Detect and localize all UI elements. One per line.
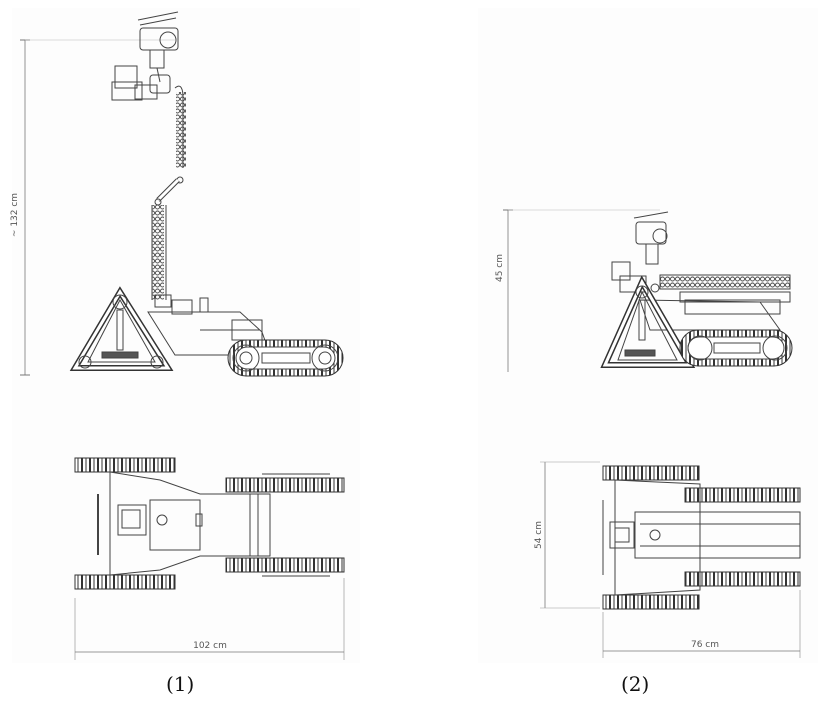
figure-2-top-view [540,461,801,658]
figure-1-caption: (1) [166,672,195,696]
figure-2-caption: (2) [621,672,650,696]
figure-1-height-label: ~ 132 cm [10,193,20,237]
figure-1-top-view [74,457,345,660]
figure-2-length-label: 76 cm [691,640,719,650]
figure-2-height-label: 45 cm [495,254,505,282]
figure-1-side-view [20,11,344,377]
figure-1-length-label: 102 cm [193,641,227,651]
figure-2-width-label: 54 cm [534,521,544,549]
figure-2-side-view [503,209,793,372]
